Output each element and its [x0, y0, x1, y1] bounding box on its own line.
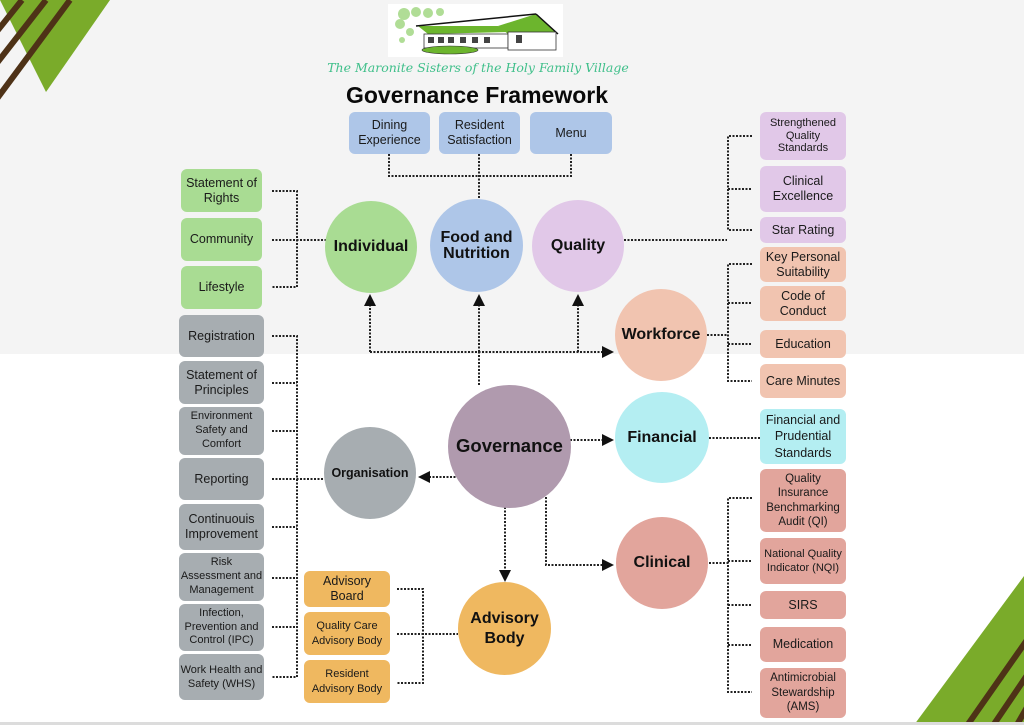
bottom-divider — [0, 722, 1024, 725]
food-item-resident-satisfaction[interactable]: Resident Satisfaction — [439, 112, 520, 154]
organisation-bracket — [272, 335, 298, 678]
organisation-item-ipc[interactable]: Infection, Prevention and Control (IPC) — [179, 604, 264, 651]
individual-item-community[interactable]: Community — [181, 218, 262, 261]
quality-item-star-rating[interactable]: Star Rating — [760, 217, 846, 243]
workforce-item-code-of-conduct[interactable]: Code of Conduct — [760, 286, 846, 321]
workforce-item-education[interactable]: Education — [760, 330, 846, 358]
organisation-item-environment-safety[interactable]: Environment Safety and Comfort — [179, 407, 264, 455]
advisory-item-resident[interactable]: Resident Advisory Body — [304, 660, 390, 703]
quality-item-strengthened-standards[interactable]: Strengthened Quality Standards — [760, 112, 846, 160]
node-quality[interactable]: Quality — [532, 200, 624, 292]
clinical-item-medication[interactable]: Medication — [760, 627, 846, 662]
organisation-subtitle: The Maronite Sisters of the Holy Family … — [327, 60, 629, 75]
clinical-item-qi[interactable]: Quality Insurance Benchmarking Audit (QI… — [760, 469, 846, 532]
food-item-dining-experience[interactable]: Dining Experience — [349, 112, 430, 154]
node-workforce[interactable]: Workforce — [615, 289, 707, 381]
node-advisory-body[interactable]: Advisory Body — [458, 582, 551, 675]
village-logo — [388, 4, 563, 57]
node-individual[interactable]: Individual — [325, 201, 417, 293]
advisory-item-quality-care[interactable]: Quality Care Advisory Body — [304, 612, 390, 655]
node-organisation[interactable]: Organisation — [324, 427, 416, 519]
node-clinical[interactable]: Clinical — [616, 517, 708, 609]
financial-item-prudential-standards[interactable]: Financial and Prudential Standards — [760, 409, 846, 464]
node-governance[interactable]: Governance — [448, 385, 571, 508]
workforce-bracket — [727, 263, 752, 382]
food-item-menu[interactable]: Menu — [530, 112, 612, 154]
individual-item-statement-of-rights[interactable]: Statement of Rights — [181, 169, 262, 212]
building-illustration — [395, 7, 559, 55]
clinical-arrow — [545, 497, 614, 571]
workforce-item-key-personal-suitability[interactable]: Key Personal Suitability — [760, 247, 846, 282]
organisation-item-registration[interactable]: Registration — [179, 315, 264, 357]
advisory-bracket — [397, 588, 424, 684]
clinical-item-sirs[interactable]: SIRS — [760, 591, 846, 619]
organisation-item-statement-of-principles[interactable]: Statement of Principles — [179, 361, 264, 404]
advisory-item-board[interactable]: Advisory Board — [304, 571, 390, 607]
quality-item-clinical-excellence[interactable]: Clinical Excellence — [760, 166, 846, 212]
corner-stripes-top-left — [0, 0, 110, 100]
corner-stripes-bottom-right — [914, 576, 1024, 725]
individual-item-lifestyle[interactable]: Lifestyle — [181, 266, 262, 309]
clinical-item-ams[interactable]: Antimicrobial Stewardship (AMS) — [760, 668, 846, 718]
page-title: Governance Framework — [345, 82, 609, 108]
clinical-bracket — [727, 497, 752, 693]
clinical-item-nqi[interactable]: National Quality Indicator (NQI) — [760, 538, 846, 584]
organisation-item-reporting[interactable]: Reporting — [179, 458, 264, 500]
organisation-item-whs[interactable]: Work Health and Safety (WHS) — [179, 654, 264, 700]
node-financial[interactable]: Financial — [615, 392, 709, 483]
organisation-item-continuous-improvement[interactable]: Continuouis Improvement — [179, 504, 264, 550]
workforce-item-care-minutes[interactable]: Care Minutes — [760, 364, 846, 398]
individual-bracket — [272, 190, 298, 288]
node-food-and-nutrition[interactable]: Food and Nutrition — [430, 199, 523, 292]
organisation-item-risk-assessment[interactable]: Risk Assessment and Management — [179, 553, 264, 601]
quality-bracket — [727, 135, 752, 231]
